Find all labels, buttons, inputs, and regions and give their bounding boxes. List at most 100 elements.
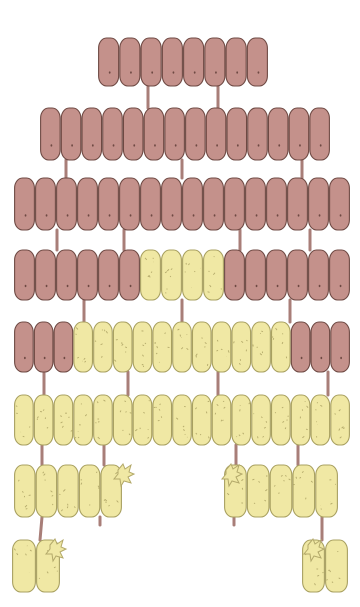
affected-cell [331,395,350,445]
cell-nucleus [278,144,280,146]
cell-nucleus [298,285,300,287]
cell-speckle [125,347,127,348]
cell-body [94,395,113,445]
affected-cell [192,395,211,445]
cell-body [225,178,245,230]
affected-cell [153,395,172,445]
healthy-cell [99,250,119,300]
cell-body [204,250,224,300]
healthy-cell [141,178,161,230]
cell-speckle [124,401,126,402]
affected-cell [74,322,93,372]
healthy-cell [309,250,329,300]
affected-cell [272,322,291,372]
cell-body [309,250,329,300]
cell-speckle [75,437,76,438]
cell-speckle [222,420,223,421]
cell-speckle [59,494,60,495]
cell-body [36,465,56,517]
cell-body [252,322,271,372]
cell-nucleus [256,214,258,216]
cell-body [267,178,287,230]
healthy-cell [186,108,206,160]
affected-cell [54,395,73,445]
healthy-cell [330,178,350,230]
cell-nucleus [130,214,132,216]
healthy-cell [288,250,308,300]
healthy-cell [225,178,245,230]
healthy-cell [78,250,98,300]
cell-body [205,38,225,86]
cell-body [289,108,309,160]
healthy-cell [184,38,204,86]
cell-nucleus [175,144,177,146]
cell-body [162,250,182,300]
cell-nucleus [237,144,239,146]
healthy-cell [61,108,81,160]
healthy-cell [141,38,161,86]
cell-speckle [170,276,171,277]
cell-speckle [207,364,208,366]
affected-cell [94,322,113,372]
cell-nucleus [277,285,279,287]
cell-speckle [228,350,229,351]
cell-nucleus [64,357,66,359]
cell-body [268,108,288,160]
cell-nucleus [151,71,153,73]
cell-body [252,395,271,445]
affected-cell [113,395,132,445]
cell-body [326,540,348,592]
cell-body [225,250,245,300]
row-1 [99,38,268,86]
row-4 [15,250,350,300]
cell-nucleus [88,214,90,216]
affected-cell [252,395,271,445]
cell-nucleus [299,144,301,146]
cell-nucleus [172,214,174,216]
cell-nucleus [109,214,111,216]
cell-body [291,395,310,445]
cell-body [113,322,132,372]
cell-speckle [76,334,77,335]
cell-body [120,38,140,86]
cell-body [15,178,35,230]
healthy-cell [206,108,226,160]
cell-body [78,250,98,300]
cell-speckle [242,488,243,490]
cell-body [99,38,119,86]
cell-body [15,250,35,300]
cell-body [232,322,251,372]
row-2 [41,108,330,160]
affected-cell [141,250,161,300]
cell-speckle [96,422,97,423]
affected-cell [212,322,231,372]
affected-cell [153,322,172,372]
cell-body [58,465,78,517]
cell-body [206,108,226,160]
cell-body [123,108,143,160]
cell-body [61,108,81,160]
cell-nucleus [340,285,342,287]
healthy-cell [34,322,53,372]
cell-speckle [16,406,17,407]
cell-nucleus [44,357,46,359]
affected-cell [316,465,338,517]
healthy-cell [268,108,288,160]
cell-nucleus [256,285,258,287]
healthy-cell [15,178,35,230]
healthy-cell [99,38,119,86]
cell-nucleus [235,214,237,216]
cell-nucleus [133,144,135,146]
cell-nucleus [193,214,195,216]
healthy-cell [123,108,143,160]
cell-body [293,465,315,517]
affected-cell [133,395,152,445]
cell-speckle [125,412,126,413]
affected-cell [204,250,224,300]
cell-speckle [335,414,336,415]
cell-nucleus [194,71,196,73]
cell-nucleus [109,71,111,73]
affected-cell [173,395,192,445]
cell-nucleus [25,214,27,216]
cell-nucleus [298,214,300,216]
